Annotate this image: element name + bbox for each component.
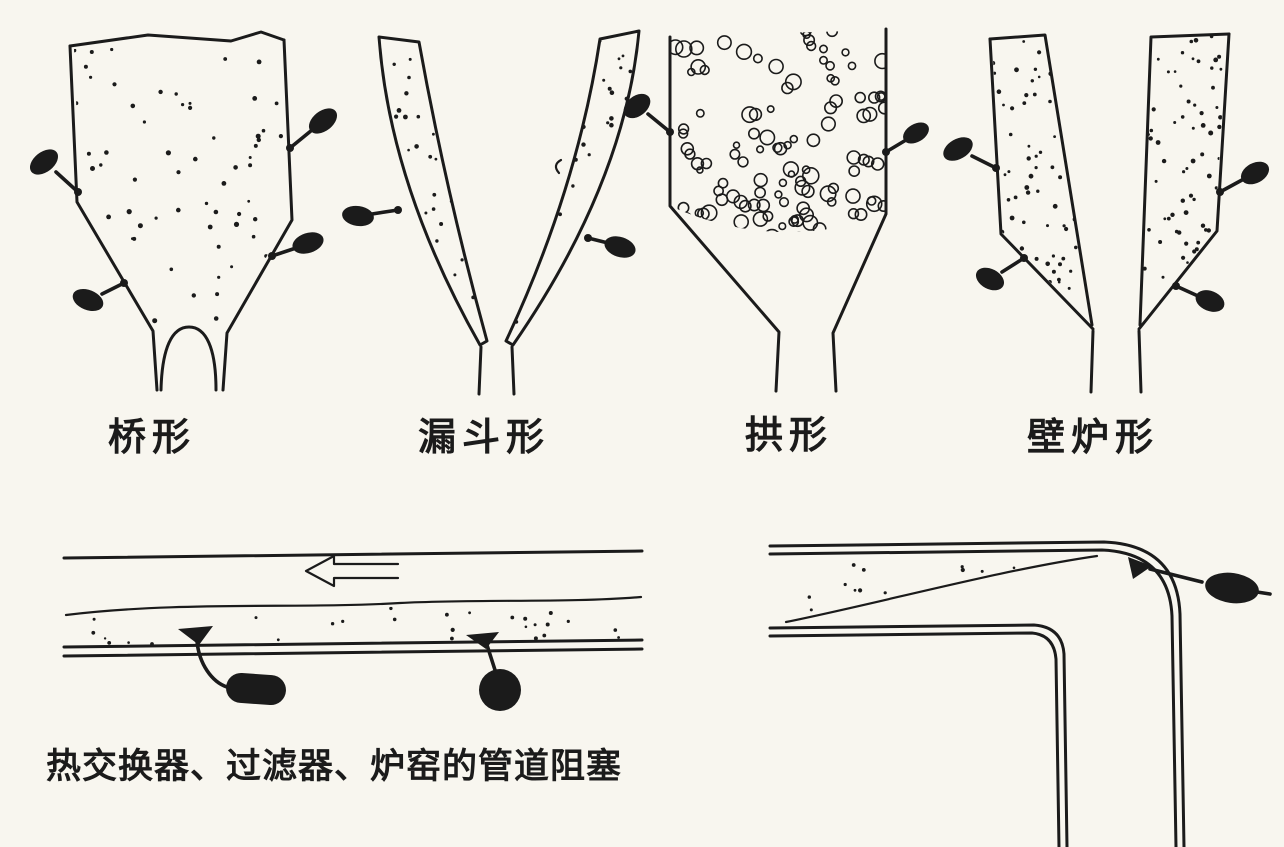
detector-device-icon: [1128, 557, 1272, 604]
funnel-neck-left: [477, 345, 483, 396]
funnel-hopper-diagram: [342, 29, 641, 396]
bridge-hopper-diagram: [29, 30, 338, 392]
knocker-blob-icon: [975, 254, 1028, 291]
arch-hopper-diagram: [623, 27, 929, 393]
hopper-left-wall: [668, 35, 781, 393]
left-column-inner-wall: [988, 33, 1094, 327]
diagram-caption: 热交换器、过滤器、炉窑的管道阻塞: [46, 747, 623, 786]
fireplace-hopper-diagram: [943, 32, 1270, 394]
sediment-surface-line: [64, 595, 643, 617]
knocker-blob-icon: [342, 205, 402, 227]
hopper-label-funnel: 漏斗形: [417, 417, 551, 459]
detector-device-icon: [178, 626, 286, 706]
knocker-blob-icon: [286, 108, 338, 152]
knocker-blob-icon: [1172, 282, 1225, 312]
funnel-right-dots: [506, 32, 639, 342]
elbow-inner-wall-2: [768, 631, 1061, 847]
pipe-bottom-wall-inner: [62, 647, 644, 658]
knocker-blob-icon: [1216, 161, 1270, 196]
hopper-right-wall: [831, 27, 888, 393]
funnel-right-wedge: [504, 29, 641, 347]
pipe-top-wall: [62, 549, 644, 560]
elbow-outer-wall-2: [768, 548, 1178, 847]
knocker-blob-icon: [623, 93, 674, 136]
knocker-blob-icon: [268, 232, 324, 260]
hopper-right-wall: [221, 38, 294, 392]
arch-bottom-lumps: [671, 185, 886, 233]
pipe-bottom-wall-outer: [62, 638, 644, 649]
hopper-left-wall: [68, 44, 159, 392]
right-column-dots: [1141, 35, 1227, 326]
elbow-outer-wall-1: [768, 540, 1186, 847]
elbow-pipe-diagram: [768, 540, 1272, 847]
flow-arrow-left-icon: [304, 554, 400, 588]
hopper-top-edge: [68, 30, 286, 48]
funnel-left-wedge: [377, 35, 489, 347]
neck-left: [1089, 329, 1095, 394]
funnel-sketch-mark: [554, 158, 563, 175]
right-column-inner-wall: [1138, 32, 1231, 327]
funnel-left-dots: [379, 38, 487, 345]
elbow-inner-wall-1: [768, 623, 1069, 847]
knocker-blob-icon: [72, 279, 128, 312]
hopper-label-bridge: 桥形: [107, 417, 197, 459]
pipe-blockage-diagram: [62, 549, 644, 711]
deposit-surface-line: [784, 554, 1099, 624]
right-column-outer-wall: [1137, 32, 1231, 331]
bridge-material-dots: [74, 47, 285, 330]
hopper-label-fireplace: 壁炉形: [1026, 417, 1160, 459]
bridge-arch-dome: [159, 325, 218, 392]
knocker-blob-icon: [943, 137, 1000, 172]
neck-right: [1137, 329, 1143, 394]
knocker-blob-icon: [29, 149, 82, 196]
knocker-blob-icon: [882, 122, 929, 156]
left-column-outer-wall: [988, 37, 1095, 331]
funnel-neck-right: [510, 345, 516, 396]
hopper-label-arch: 拱形: [744, 415, 834, 457]
arch-lump-bubbles: [670, 30, 886, 233]
knocker-blob-icon: [584, 234, 636, 258]
detector-device-icon: [466, 632, 521, 711]
